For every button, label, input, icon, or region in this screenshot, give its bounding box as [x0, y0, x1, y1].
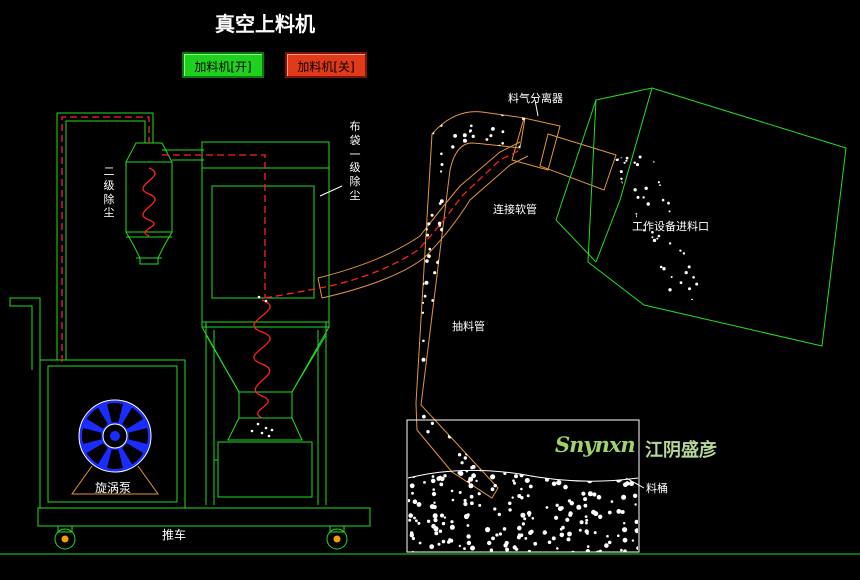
separator-label: 料气分离器	[508, 92, 563, 105]
material-bucket	[406, 419, 645, 553]
hopper-material	[250, 295, 274, 438]
intake-pipe-label: 抽料管	[452, 320, 485, 333]
feed-port-label: 工作设备进料口	[632, 220, 709, 233]
hopper-spiral	[253, 299, 271, 419]
vortex-pump	[71, 399, 159, 495]
secondary-dust-label: 二级除尘	[103, 165, 115, 220]
material-air-separator	[511, 99, 617, 191]
bag-pointer	[319, 185, 343, 197]
airflow-path	[61, 116, 521, 362]
cart-wheel-left	[54, 528, 76, 550]
hose-label: 连接软管	[493, 203, 537, 216]
loader-on-button[interactable]: 加料机[开]	[182, 52, 264, 78]
brand-logo: Snynxn	[555, 432, 636, 457]
bag-dust-label: 布袋一级除尘	[349, 120, 361, 202]
loader-off-button[interactable]: 加料机[关]	[285, 52, 367, 78]
bag-filter	[201, 141, 330, 505]
bucket-label: 料桶	[646, 482, 668, 495]
intake-pipe	[415, 111, 526, 499]
brand-name: 江阴盛彦	[645, 440, 717, 461]
secondary-cyclone	[125, 142, 204, 265]
cart-label: 推车	[162, 528, 187, 542]
cyclone-spiral	[142, 167, 156, 237]
page-title: 真空上料机	[215, 12, 315, 36]
work-equipment	[555, 87, 847, 347]
vortex-pump-label: 旋涡泵	[95, 481, 132, 495]
cart-wheel-right	[326, 528, 348, 550]
cart	[37, 507, 371, 550]
